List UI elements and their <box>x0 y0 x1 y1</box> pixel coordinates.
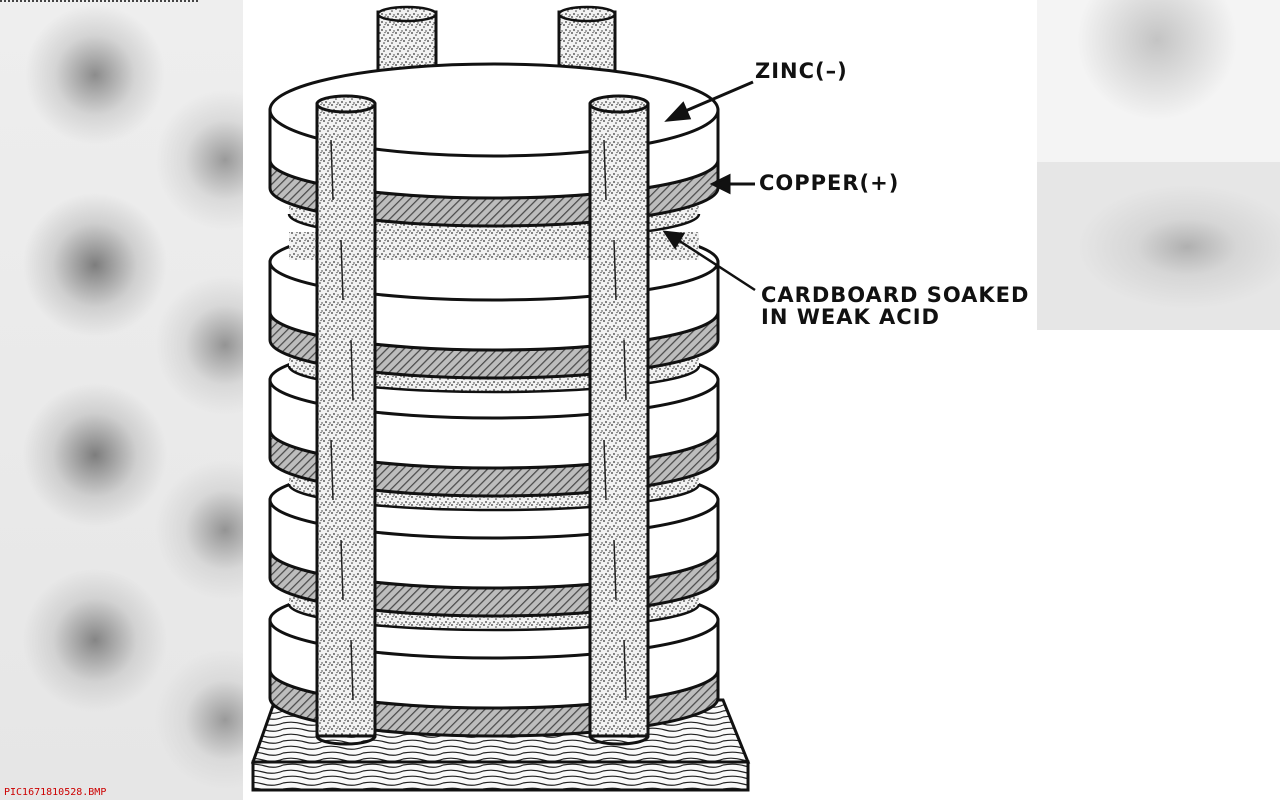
rod-grain-line <box>330 139 334 201</box>
rod-grain-line <box>350 339 354 401</box>
front-rod-left <box>315 102 377 738</box>
rod-grain-line <box>340 539 344 601</box>
front-rod-right-bottom <box>588 735 650 746</box>
cardboard-label-line1: CARDBOARD SOAKED <box>761 283 1030 307</box>
rod-grain-line <box>623 339 627 401</box>
front-rod-left-top <box>315 94 377 114</box>
rod-grain-line <box>603 439 607 501</box>
voltaic-pile-diagram: ZINC(–) COPPER(+) CARDBOARD SOAKED IN WE… <box>243 0 1037 800</box>
rod-grain-line <box>330 439 334 501</box>
rod-grain-line <box>613 539 617 601</box>
file-name-label: PIC1671810528.BMP <box>4 787 107 798</box>
top-edge-strip <box>0 0 200 2</box>
arrow-icon <box>709 173 755 195</box>
front-rod-left-bottom <box>315 735 377 746</box>
zinc-label: ZINC(–) <box>755 59 848 83</box>
blurred-background-right-top <box>1037 0 1280 162</box>
background-right-bottom <box>1037 330 1280 800</box>
rod-grain-line <box>623 639 627 701</box>
rod-grain-line <box>340 239 344 301</box>
arrow-icon <box>662 230 756 292</box>
front-rod-right <box>588 102 650 738</box>
rod-grain-line <box>350 639 354 701</box>
back-rod-left-top <box>376 5 438 23</box>
front-rod-right-top <box>588 94 650 114</box>
disc-stack <box>250 5 751 792</box>
blurred-background-right-band <box>1037 162 1280 330</box>
arrow-icon <box>664 80 754 122</box>
base-board-front <box>251 760 750 792</box>
voltaic-pile-illustration <box>250 5 756 792</box>
rod-grain-line <box>613 239 617 301</box>
copper-label: COPPER(+) <box>759 171 900 195</box>
rod-grain-line <box>603 139 607 201</box>
blurred-background-left <box>0 0 243 800</box>
cardboard-label-line2: IN WEAK ACID <box>761 305 940 329</box>
back-rod-right-top <box>557 5 617 23</box>
